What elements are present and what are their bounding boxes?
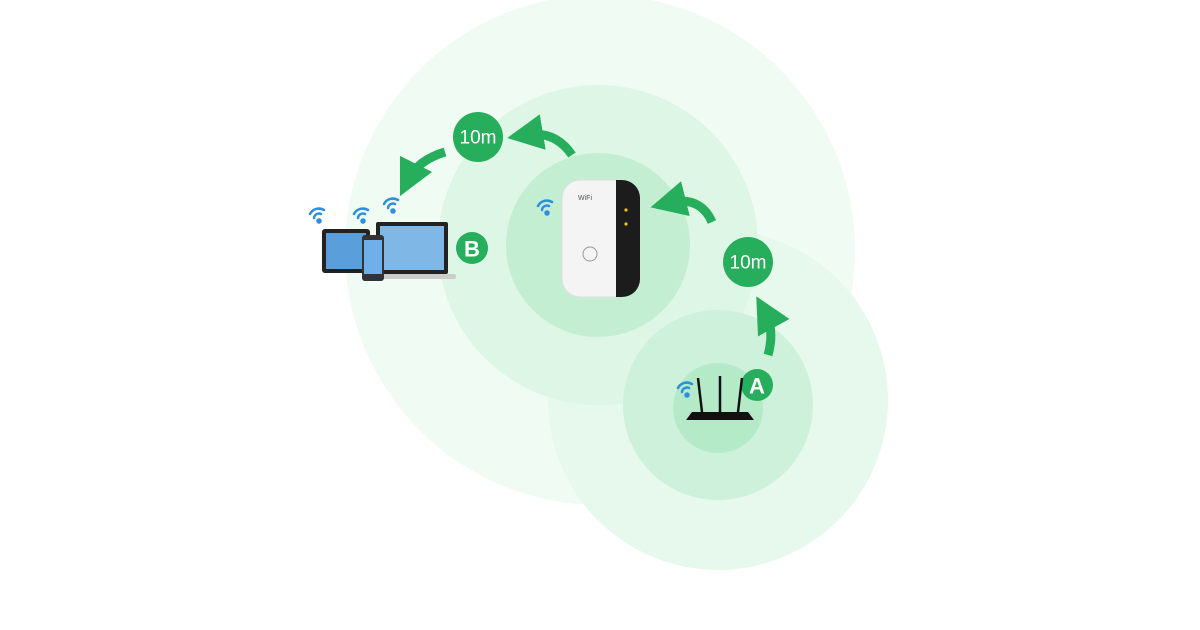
distance-badge-top: 10m (453, 112, 503, 162)
node-badge-a: A (741, 369, 773, 401)
wifi-extender: WiFi (561, 179, 640, 298)
wps-button (582, 246, 598, 262)
wifi-signal-icon (536, 199, 554, 216)
node-badge-b: B (456, 232, 488, 264)
wifi-router (686, 376, 754, 420)
arrow-extender-to-devices-2 (399, 147, 447, 197)
wifi-signal-icon (676, 381, 694, 398)
laptop-base (370, 274, 456, 279)
arrow-router-to-extender-1 (756, 296, 790, 357)
node-label-a: A (749, 374, 765, 399)
extender-logo: WiFi (578, 195, 592, 202)
client-devices (322, 222, 456, 281)
arrow-router-to-extender-2 (650, 181, 717, 225)
wifi-signal-icon (308, 207, 326, 224)
node-label-b: B (464, 237, 480, 262)
wifi-signal-icon (352, 207, 370, 224)
arrow-extender-to-devices-1 (507, 114, 576, 158)
distance-label: 10m (730, 253, 767, 274)
distance-label: 10m (460, 128, 497, 149)
wifi-signal-icon (382, 197, 400, 214)
distance-badge-right: 10m (723, 237, 773, 287)
